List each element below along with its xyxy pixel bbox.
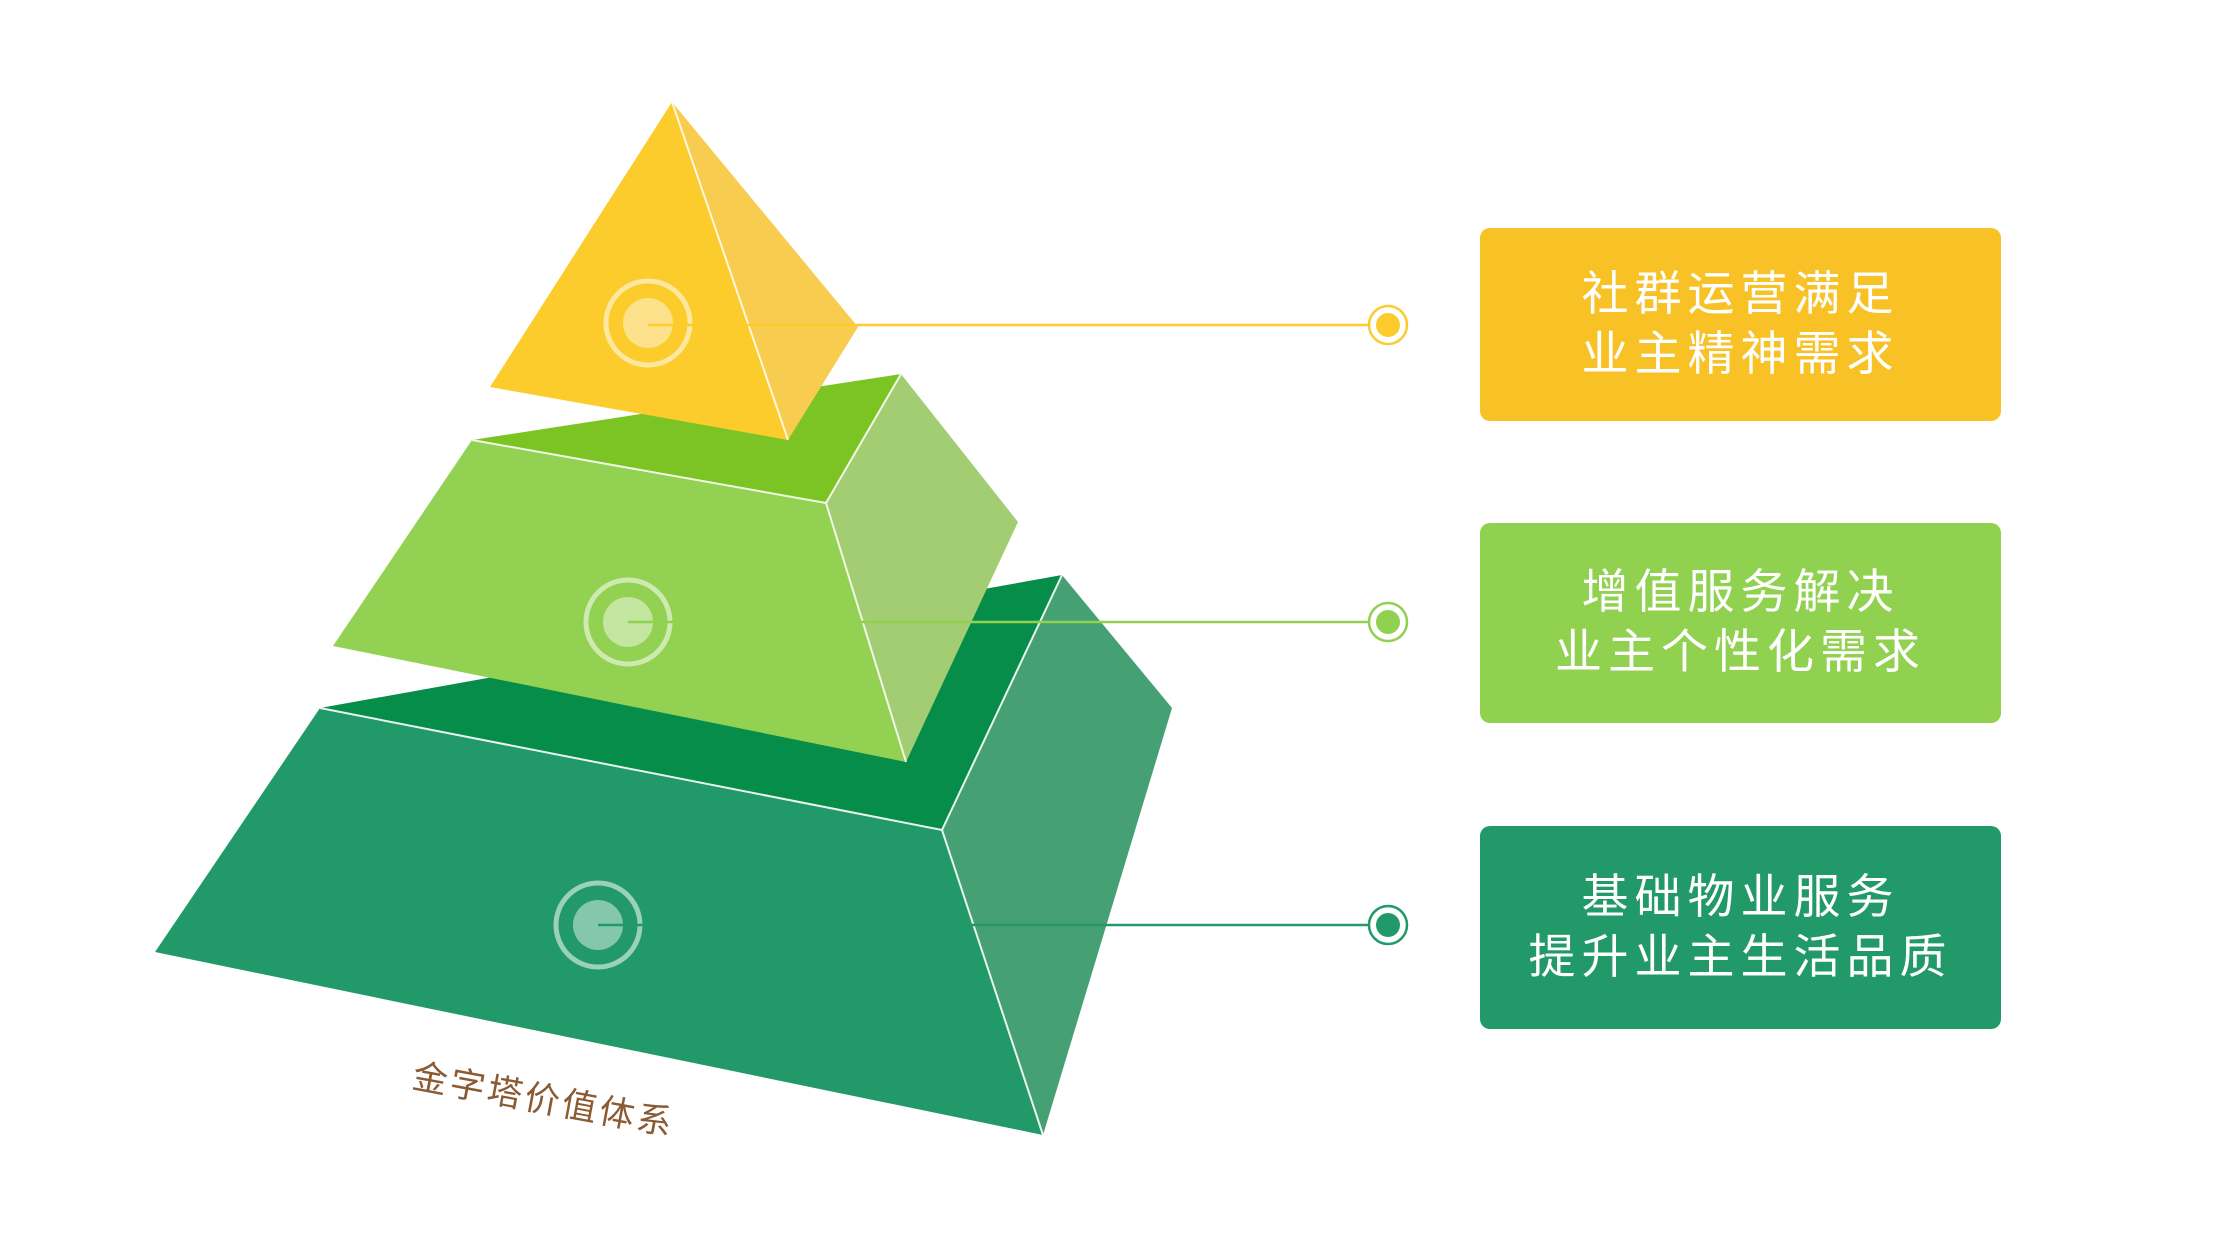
callout-box-top-tier: 社群运营满足 业主精神需求 (1480, 228, 2001, 421)
callout-bottom-line2: 提升业主生活品质 (1528, 929, 1953, 985)
callout-box-middle-tier: 增值服务解决 业主个性化需求 (1480, 523, 2001, 723)
callout-bottom-line1: 基础物业服务 (1581, 869, 1900, 925)
tier-middle-front-face (333, 440, 906, 762)
endpoint-dot-middle (1367, 601, 1409, 643)
endpoint-dot-top (1367, 304, 1409, 346)
tier-top-edge (671, 101, 789, 441)
tier-bottom-front-face (155, 708, 1043, 1135)
callout-box-bottom-tier: 基础物业服务 提升业主生活品质 (1480, 826, 2001, 1029)
target-marker-top (603, 278, 693, 368)
callout-top-line2: 业主精神需求 (1581, 326, 1900, 382)
tier-middle-vertical-edge (825, 502, 907, 763)
tier-bottom-vertical-edge (941, 829, 1044, 1136)
callout-top-line1: 社群运营满足 (1581, 266, 1900, 322)
callout-middle-line1: 增值服务解决 (1581, 565, 1900, 620)
pyramid-tier-top (490, 101, 858, 441)
endpoint-dot-bottom (1367, 904, 1409, 946)
tier-middle-side-face (826, 374, 1018, 762)
tier-bottom-side-face (942, 575, 1172, 1135)
tier-top-front-face (490, 102, 788, 440)
callout-middle-line2: 业主个性化需求 (1555, 625, 1926, 680)
tier-top-side-face (672, 102, 858, 440)
